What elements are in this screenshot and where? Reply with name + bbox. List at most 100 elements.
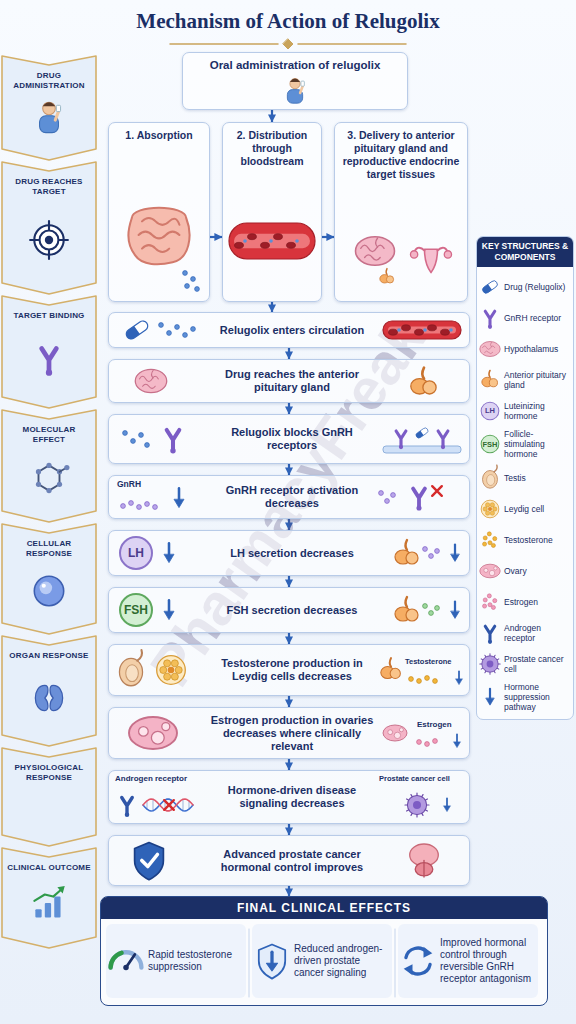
leydig-icon <box>175 666 182 673</box>
hormone-label: LH <box>128 546 144 560</box>
node-illustration <box>2 56 96 160</box>
down-arrow <box>174 500 184 508</box>
receptor-icon <box>170 448 175 453</box>
legend-label: Prostate cancer cell <box>504 654 570 674</box>
pituitary-icon <box>395 540 418 564</box>
node-illustration <box>379 491 384 496</box>
process-box: LHLH secretion decreases <box>108 530 470 576</box>
stage-icon <box>55 112 58 120</box>
pituitary-icon <box>406 609 418 621</box>
step-label: Relugolix blocks GnRH receptors <box>207 426 377 452</box>
legend-icon <box>491 543 495 547</box>
blood-vessel <box>229 223 315 259</box>
stage-icon <box>56 105 60 111</box>
dna-icon <box>153 799 154 810</box>
legend-icon <box>479 338 501 360</box>
blood-vessel <box>234 234 310 248</box>
node-illustration <box>2 296 96 408</box>
blood-vessel <box>295 239 299 243</box>
node-illustration <box>183 271 188 276</box>
legend-icon <box>481 279 498 294</box>
stage-icon <box>30 221 68 259</box>
stage-label: CLINICAL OUTCOME <box>6 863 92 873</box>
legend-icon <box>479 622 501 644</box>
diagram-title: Mechanism of Action of Relugolix <box>0 8 576 34</box>
process-box: FSHFSH secretion decreases <box>108 587 470 633</box>
stage-icon <box>45 236 53 244</box>
legend-label: Ovary <box>504 566 570 576</box>
node-illustration <box>435 606 440 611</box>
legend-icon <box>494 566 497 569</box>
process-box: Testosterone production in Leydig cells … <box>108 644 470 696</box>
stage-icon <box>46 463 51 468</box>
effect-box: Improved hormonal control through revers… <box>398 924 538 998</box>
stage-band: CLINICAL OUTCOME <box>2 848 96 948</box>
leydig-icon <box>171 660 178 667</box>
node-illustration <box>195 287 200 292</box>
legend-icon <box>483 465 498 488</box>
blood-vessel <box>269 239 273 243</box>
down-arrow <box>444 798 451 811</box>
legend-item: GnRH receptor <box>477 302 573 333</box>
stage-icon <box>36 482 41 487</box>
node-illustration <box>433 739 438 744</box>
blood-vessel <box>383 321 461 339</box>
blood-vessel <box>423 328 427 332</box>
intestine-illustration <box>128 208 189 264</box>
node-illustration <box>2 162 96 294</box>
effect-icon <box>259 945 285 979</box>
ovary-icon <box>151 731 164 744</box>
process-box: 3. Delivery to anterior pituitary gland … <box>334 122 468 302</box>
cancer-cell-icon <box>407 795 426 814</box>
down-arrow <box>454 742 461 748</box>
legend-icon <box>489 570 494 575</box>
receptor-icon <box>441 445 445 449</box>
down-arrow <box>174 488 184 507</box>
blood-vessel <box>261 242 270 248</box>
leydig-icon <box>168 667 175 674</box>
legend-icon <box>485 351 493 354</box>
hormone-label: Testosterone <box>405 657 452 666</box>
process-box: Oral administration of relugolix <box>182 52 408 110</box>
blood-vessel <box>397 328 401 332</box>
legend-icon <box>479 686 501 708</box>
legend-icon <box>481 435 499 453</box>
receptor-icon <box>167 430 180 453</box>
brain-icon <box>135 369 167 392</box>
box-label: 3. Delivery to anterior pituitary gland … <box>339 129 463 181</box>
node-illustration <box>2 848 96 948</box>
flow-arrow <box>210 236 222 238</box>
node-illustration <box>409 677 414 682</box>
process-box: Drug reaches the anterior pituitary glan… <box>108 359 470 403</box>
legend-icon <box>479 529 501 551</box>
step-label: Advanced prostate cancer hormonal contro… <box>207 848 377 874</box>
down-arrow <box>444 806 451 812</box>
process-box: Advanced prostate cancer hormonal contro… <box>108 835 470 886</box>
legend-icon <box>493 598 497 602</box>
process-box: GnRH receptor activation decreasesGnRH <box>108 475 470 519</box>
process-box: Relugolix blocks GnRH receptors <box>108 414 470 464</box>
person-icon <box>290 79 300 89</box>
leydig-icon <box>164 673 171 680</box>
block-mark <box>432 486 442 496</box>
stage-band: MOLECULAR EFFECT <box>2 410 96 522</box>
person-icon <box>287 79 304 104</box>
effect-icon <box>111 952 142 970</box>
node-illustration <box>385 499 390 504</box>
flow-arrow <box>322 236 334 238</box>
ovary-icon <box>383 725 407 741</box>
stage-label: TARGET BINDING <box>6 311 92 321</box>
brain-icon <box>152 371 154 378</box>
shield-icon <box>135 843 164 880</box>
stage-icon <box>35 685 48 710</box>
box-label: 2. Distribution through bloodstream <box>227 129 317 168</box>
shield-icon <box>142 855 158 867</box>
stage-icon <box>39 465 60 490</box>
cell-label: Prostate cancer cell <box>379 774 450 784</box>
node-illustration <box>2 410 96 522</box>
brain-illustration <box>356 237 395 266</box>
stage-label: ORGAN RESPONSE <box>6 651 92 661</box>
blood-vessel <box>389 329 398 335</box>
node-illustration <box>417 740 422 745</box>
legend-icon <box>485 311 495 326</box>
